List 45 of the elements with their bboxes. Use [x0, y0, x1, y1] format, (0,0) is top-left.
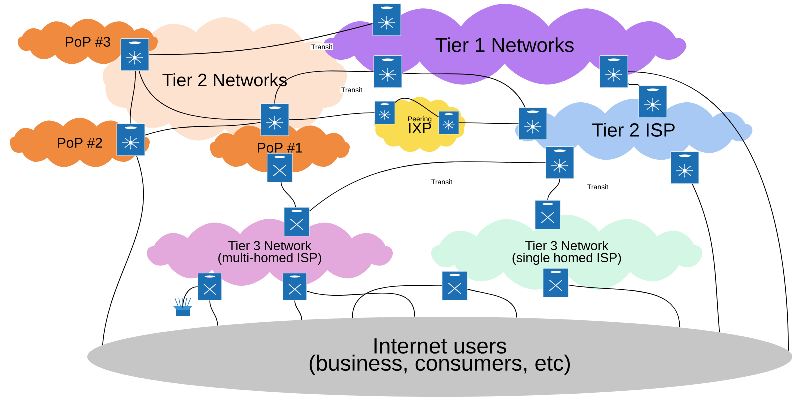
router	[267, 153, 293, 182]
connector	[467, 289, 518, 318]
connector	[138, 70, 262, 120]
router	[546, 146, 574, 180]
connector	[288, 112, 376, 120]
network-cloud: Tier 3 Network (multi-homed ISP)	[146, 219, 394, 286]
connector	[309, 162, 546, 212]
router	[284, 207, 310, 236]
router	[260, 104, 290, 136]
connector	[102, 156, 144, 346]
router	[535, 200, 561, 230]
connector	[568, 284, 680, 328]
router	[374, 56, 402, 88]
router	[374, 101, 396, 125]
connector	[458, 122, 520, 124]
network-cloud: Tier 3 Network (single homed ISP)	[431, 215, 703, 290]
router	[638, 86, 668, 118]
connector	[692, 184, 720, 333]
router	[120, 38, 150, 72]
connector	[294, 300, 302, 320]
antenna	[173, 298, 193, 316]
router	[442, 271, 468, 300]
connector	[148, 23, 374, 56]
router	[518, 108, 548, 140]
router	[116, 124, 146, 156]
connector	[280, 182, 296, 208]
router	[198, 273, 222, 301]
router	[372, 4, 402, 36]
connector	[130, 70, 136, 124]
router	[282, 273, 308, 301]
connector	[210, 300, 218, 326]
connector	[144, 122, 262, 136]
connector	[306, 291, 416, 318]
router	[670, 152, 700, 184]
connector	[402, 72, 526, 108]
router	[438, 111, 460, 135]
connector	[548, 178, 560, 201]
connector	[182, 286, 198, 308]
router	[543, 268, 569, 298]
router	[600, 56, 628, 88]
connector	[628, 84, 640, 86]
connector	[352, 285, 443, 318]
connector	[394, 98, 440, 118]
connector	[628, 72, 790, 352]
connector	[274, 70, 374, 104]
